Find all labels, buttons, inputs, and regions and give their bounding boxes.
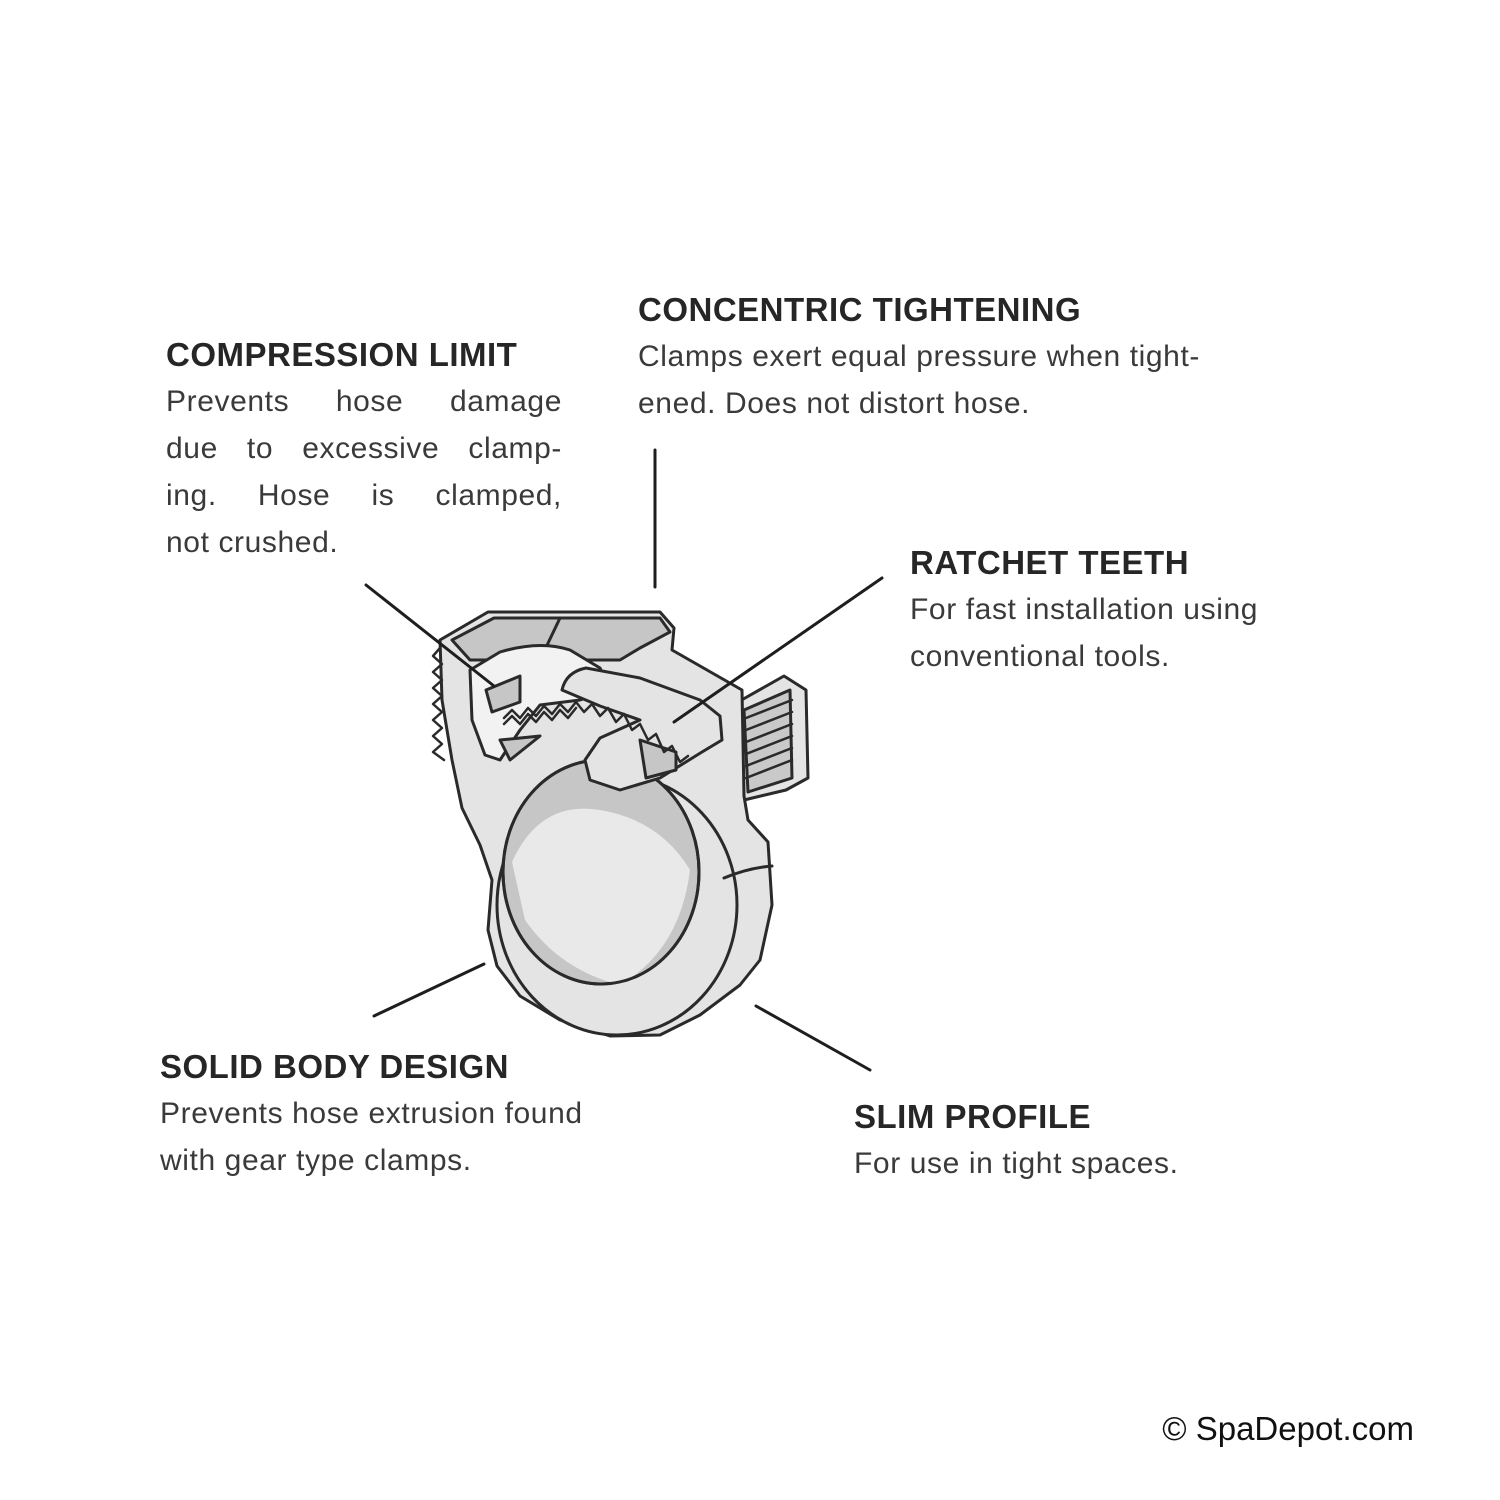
copyright-notice: © SpaDepot.com: [1162, 1410, 1414, 1447]
callout-concentric-tightening: CONCENTRIC TIGHTENING Clamps exert equal…: [638, 287, 1358, 427]
callout-body: For fast installation using conventional…: [910, 586, 1360, 680]
callout-line: Clamps exert equal pressure when tight-: [638, 340, 1200, 373]
callout-heading: RATCHET TEETH: [910, 544, 1190, 581]
leader-line-solid-body-design: [372, 962, 486, 1018]
callout-body: Prevents hose extrusion found with gear …: [160, 1090, 690, 1184]
callout-line: For use in tight spaces.: [854, 1147, 1179, 1180]
callout-ratchet-teeth: RATCHET TEETH For fast installation usin…: [910, 540, 1360, 680]
callout-line: conventional tools.: [910, 640, 1170, 673]
callout-line: with gear type clamps.: [160, 1144, 472, 1177]
callout-line: due to excessive clamp-: [166, 432, 562, 465]
callout-slim-profile: SLIM PROFILE For use in tight spaces.: [854, 1094, 1274, 1187]
callout-line: For fast installation using: [910, 593, 1259, 626]
callout-line: Prevents hose extrusion found: [160, 1097, 583, 1130]
callout-body: Clamps exert equal pressure when tight- …: [638, 333, 1358, 427]
callout-line: not crushed.: [166, 526, 339, 559]
callout-line: ened. Does not distort hose.: [638, 387, 1031, 420]
callout-body: Prevents hose damage due to excessive cl…: [166, 378, 562, 566]
callout-heading: COMPRESSION LIMIT: [166, 336, 518, 373]
callout-line: ing. Hose is clamped,: [166, 479, 562, 512]
callout-body: For use in tight spaces.: [854, 1140, 1274, 1187]
leader-line-ratchet-teeth: [672, 576, 884, 724]
callout-solid-body-design: SOLID BODY DESIGN Prevents hose extrusio…: [160, 1044, 690, 1184]
callout-line: Prevents hose damage: [166, 385, 562, 418]
ratchet-teeth: [502, 700, 690, 764]
callout-compression-limit: COMPRESSION LIMIT Prevents hose damage d…: [166, 332, 562, 566]
callout-heading: SOLID BODY DESIGN: [160, 1048, 509, 1085]
leader-line-slim-profile: [754, 1004, 872, 1072]
leader-line-compression-limit: [364, 583, 496, 688]
callout-heading: SLIM PROFILE: [854, 1098, 1091, 1135]
callout-heading: CONCENTRIC TIGHTENING: [638, 291, 1082, 328]
